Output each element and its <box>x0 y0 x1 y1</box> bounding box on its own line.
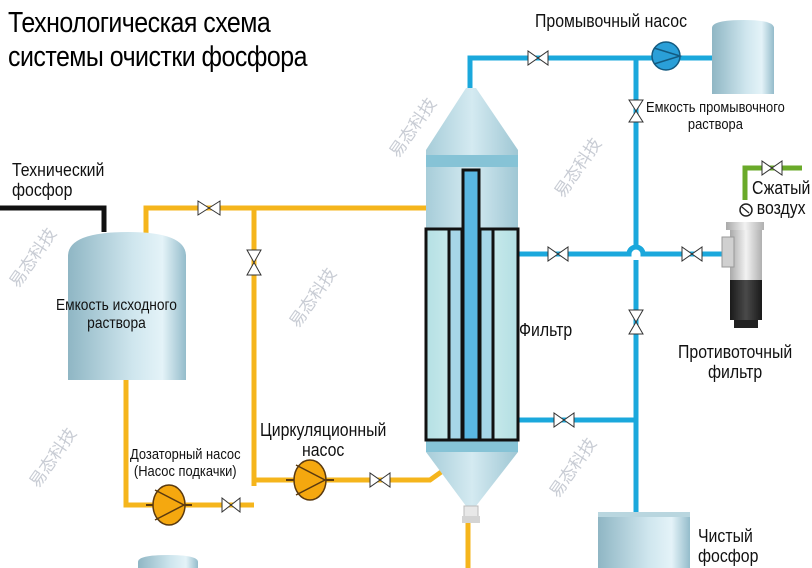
circulation-pump[interactable] <box>286 459 334 501</box>
pure-phosphorus-tank <box>598 512 690 568</box>
valve-feed-top[interactable] <box>197 200 221 216</box>
wash-tank-label: Емкость промывочного раствора <box>646 99 785 133</box>
wash-tank <box>712 20 774 94</box>
wash-pump[interactable] <box>651 41 683 71</box>
backflow-filter <box>721 203 764 328</box>
valve-filter-outlet-bottom[interactable] <box>553 412 575 428</box>
circulation-pump-label: Циркуляционный насос <box>260 420 387 461</box>
valve-backflow-inlet[interactable] <box>681 246 703 262</box>
wash-lines <box>467 55 722 515</box>
dosing-pump[interactable] <box>146 484 192 526</box>
air-line <box>742 165 802 200</box>
valve-wash-top[interactable] <box>527 50 549 66</box>
valves[interactable] <box>197 50 783 514</box>
bottom-tank <box>138 555 198 568</box>
backflow-filter-label: Противоточный фильтр <box>678 342 793 383</box>
raw-phosphorus-label: Технический фосфор <box>12 160 105 201</box>
diagram-title: Технологическая схема системы очистки фо… <box>8 6 307 74</box>
valve-circulation[interactable] <box>369 472 391 488</box>
pure-phosphorus-label: Чистый фосфор <box>698 526 759 567</box>
dosing-pump-label: Дозаторный насос (Насос подкачки) <box>130 446 241 480</box>
title-line-1: Технологическая схема <box>8 7 271 39</box>
valve-feed-vertical[interactable] <box>246 249 262 276</box>
feed-tank <box>68 232 186 380</box>
valve-wash-vertical-2[interactable] <box>628 309 644 335</box>
title-line-2: системы очистки фосфора <box>8 41 307 73</box>
valve-air[interactable] <box>761 160 783 176</box>
wash-pump-label: Промывочный насос <box>535 11 688 31</box>
valve-filter-outlet-top[interactable] <box>547 246 569 262</box>
valve-wash-vertical-1[interactable] <box>628 99 644 123</box>
raw-phosphorus-line <box>0 205 107 232</box>
feed-tank-label: Емкость исходного раствора <box>56 297 177 332</box>
valve-dosing[interactable] <box>221 496 241 514</box>
filter-vessel <box>424 88 520 523</box>
compressed-air-label: Сжатый воздух <box>752 178 811 219</box>
filter-label: Фильтр <box>519 320 573 340</box>
